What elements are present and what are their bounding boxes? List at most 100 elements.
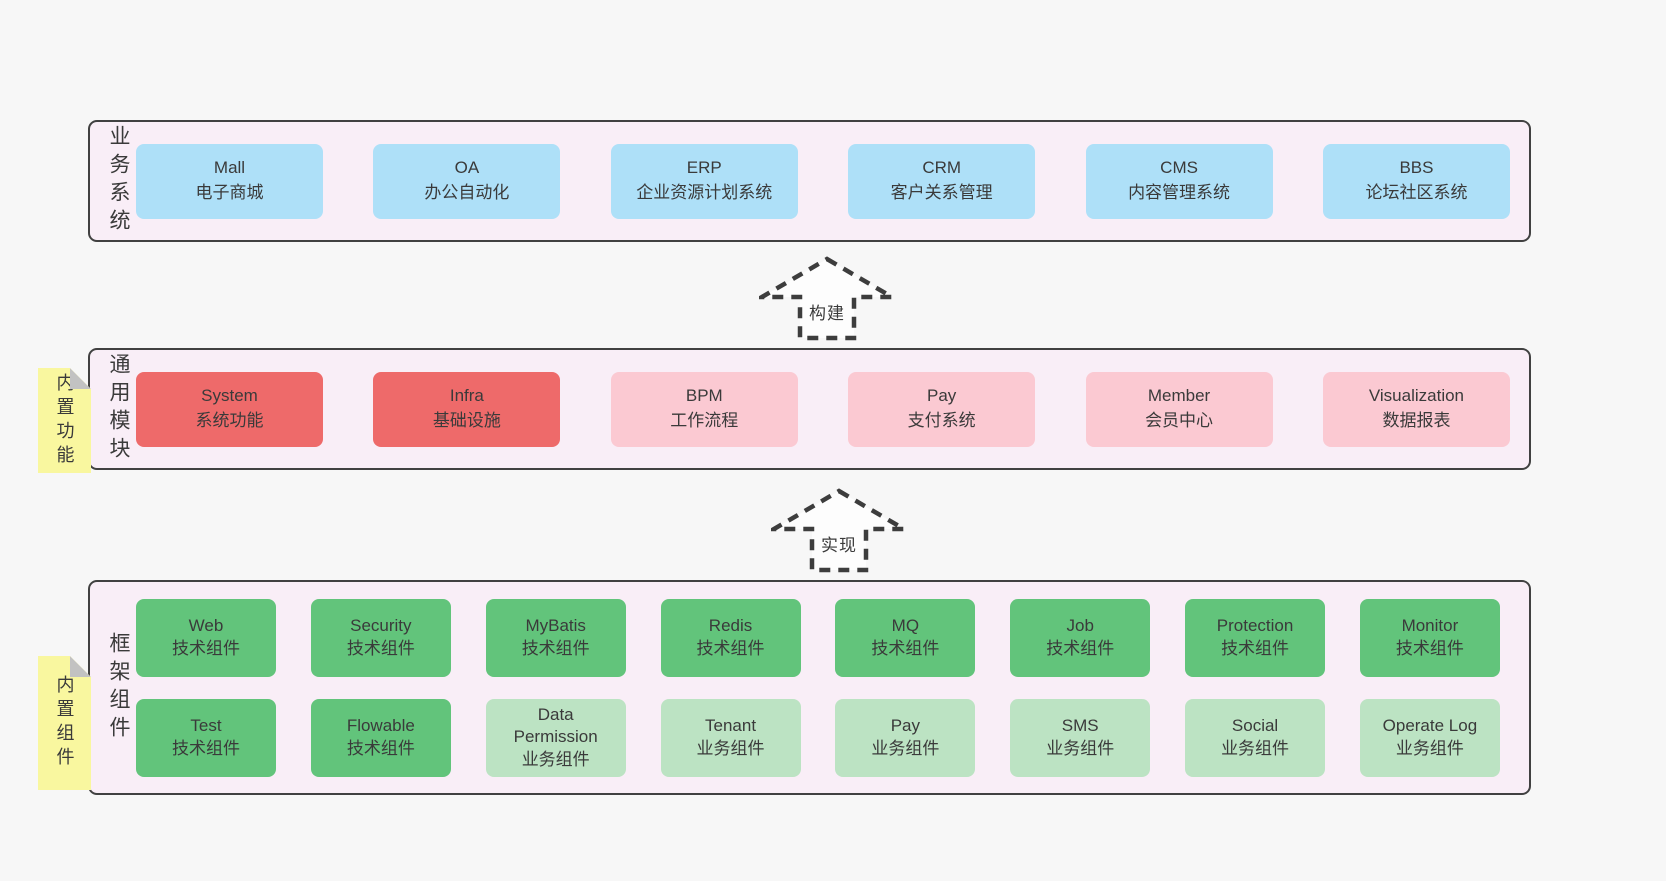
framework-row-1: Web 技术组件 Security 技术组件 MyBatis 技术组件 Redi… [136, 598, 1500, 677]
box-title: Test [190, 716, 222, 736]
box-title: Mall [213, 158, 246, 178]
framework-row-2: Test 技术组件 Flowable 技术组件 Data Permission … [136, 698, 1500, 777]
sticky-note-builtin-features: 内置功能 [38, 368, 91, 473]
band-common-modules: 通用模块 System 系统功能 Infra 基础设施 BPM 工作流程 Pay… [88, 348, 1531, 470]
box-job: Job 技术组件 [1010, 598, 1151, 677]
business-systems-items: Mall 电子商城 OA 办公自动化 ERP 企业资源计划系统 CRM 客户关系… [136, 143, 1529, 219]
box-title: Infra [449, 386, 484, 406]
box-subtitle: 技术组件 [172, 638, 240, 658]
box-title: MyBatis [525, 616, 586, 636]
box-system: System 系统功能 [136, 371, 323, 447]
box-title: OA [454, 158, 480, 178]
box-sms: SMS 业务组件 [1010, 698, 1151, 777]
box-title: BBS [1399, 158, 1434, 178]
box-infra: Infra 基础设施 [373, 371, 561, 447]
box-subtitle: 客户关系管理 [890, 183, 993, 202]
sticky-note-builtin-components: 内置组件 [38, 656, 91, 790]
box-subtitle: 业务组件 [1395, 738, 1464, 758]
box-cms: CMS 内容管理系统 [1085, 143, 1273, 219]
box-subtitle: 技术组件 [172, 738, 240, 758]
box-title: BPM [685, 386, 723, 406]
box-subtitle: 技术组件 [871, 638, 940, 658]
framework-components-items: Web 技术组件 Security 技术组件 MyBatis 技术组件 Redi… [136, 598, 1529, 777]
box-mybatis: MyBatis 技术组件 [485, 598, 626, 677]
box-mq: MQ 技术组件 [835, 598, 976, 677]
box-title: Flowable [346, 716, 415, 736]
box-subtitle: 业务组件 [696, 738, 765, 758]
box-title: Redis [708, 616, 753, 636]
band-business-systems: 业务系统 Mall 电子商城 OA 办公自动化 ERP 企业资源计划系统 CRM… [88, 120, 1531, 242]
box-subtitle: 支付系统 [907, 411, 976, 430]
box-title: Protection [1216, 616, 1294, 636]
box-subtitle: 技术组件 [1221, 638, 1290, 658]
box-subtitle: 系统功能 [195, 411, 264, 430]
box-title: Social [1231, 716, 1279, 736]
box-title: Data Permission [513, 705, 598, 747]
box-title: CRM [922, 158, 962, 178]
box-title: Monitor [1401, 616, 1459, 636]
box-subtitle: 技术组件 [1046, 638, 1115, 658]
box-erp: ERP 企业资源计划系统 [610, 143, 798, 219]
box-subtitle: 技术组件 [346, 738, 415, 758]
box-security: Security 技术组件 [310, 598, 451, 677]
build-arrow: 构建 [759, 256, 895, 341]
box-monitor: Monitor 技术组件 [1359, 598, 1500, 677]
box-subtitle: 电子商城 [195, 183, 264, 202]
band-framework-components: 框架组件 Web 技术组件 Security 技术组件 MyBatis 技术组件… [88, 580, 1531, 795]
box-protection: Protection 技术组件 [1185, 598, 1326, 677]
band-label-common-modules: 通用模块 [107, 353, 130, 465]
box-subtitle: 论坛社区系统 [1365, 183, 1468, 202]
band-label-business-systems: 业务系统 [107, 125, 130, 237]
box-title: MQ [891, 616, 920, 636]
box-title: Security [350, 616, 412, 636]
box-subtitle: 工作流程 [670, 411, 739, 430]
box-operate-log: Operate Log 业务组件 [1359, 698, 1500, 777]
box-subtitle: 会员中心 [1145, 411, 1214, 430]
box-title: Operate Log [1382, 716, 1478, 736]
box-tenant: Tenant 业务组件 [660, 698, 801, 777]
box-bbs: BBS 论坛社区系统 [1322, 143, 1510, 219]
box-subtitle: 基础设施 [432, 411, 501, 430]
box-crm: CRM 客户关系管理 [848, 143, 1036, 219]
box-web: Web 技术组件 [136, 598, 276, 677]
implement-arrow-label: 实现 [818, 530, 860, 557]
box-mall: Mall 电子商城 [136, 143, 323, 219]
box-title: System [201, 386, 258, 406]
box-redis: Redis 技术组件 [660, 598, 801, 677]
box-test: Test 技术组件 [136, 698, 276, 777]
box-title: Pay [890, 716, 921, 736]
box-subtitle: 办公自动化 [424, 183, 510, 202]
box-title: Member [1147, 386, 1211, 406]
box-visualization: Visualization 数据报表 [1322, 371, 1510, 447]
sticky-label: 内置组件 [54, 675, 75, 771]
box-pay-biz: Pay 业务组件 [835, 698, 976, 777]
box-title: SMS [1061, 716, 1099, 736]
sticky-label: 内置功能 [54, 372, 75, 469]
box-social: Social 业务组件 [1185, 698, 1326, 777]
build-arrow-label: 构建 [806, 298, 848, 325]
common-modules-items: System 系统功能 Infra 基础设施 BPM 工作流程 Pay 支付系统… [136, 371, 1529, 447]
box-oa: OA 办公自动化 [373, 143, 561, 219]
box-subtitle: 业务组件 [871, 738, 940, 758]
box-subtitle: 技术组件 [346, 638, 415, 658]
box-title: Pay [927, 386, 957, 406]
box-subtitle: 内容管理系统 [1128, 183, 1231, 202]
box-member: Member 会员中心 [1085, 371, 1273, 447]
box-title: Job [1066, 616, 1094, 636]
implement-arrow: 实现 [771, 488, 907, 573]
box-subtitle: 业务组件 [1046, 738, 1115, 758]
box-subtitle: 业务组件 [521, 749, 590, 769]
box-subtitle: 技术组件 [521, 638, 590, 658]
box-subtitle: 技术组件 [1395, 638, 1464, 658]
box-title: Web [188, 616, 224, 636]
box-subtitle: 企业资源计划系统 [636, 183, 773, 202]
box-title: CMS [1160, 158, 1198, 178]
box-data-permission: Data Permission 业务组件 [485, 698, 626, 777]
box-pay: Pay 支付系统 [848, 371, 1036, 447]
box-title: Visualization [1368, 386, 1465, 406]
box-bpm: BPM 工作流程 [610, 371, 798, 447]
box-title: Tenant [705, 716, 757, 736]
box-flowable: Flowable 技术组件 [310, 698, 451, 777]
band-label-framework-components: 框架组件 [107, 631, 130, 744]
